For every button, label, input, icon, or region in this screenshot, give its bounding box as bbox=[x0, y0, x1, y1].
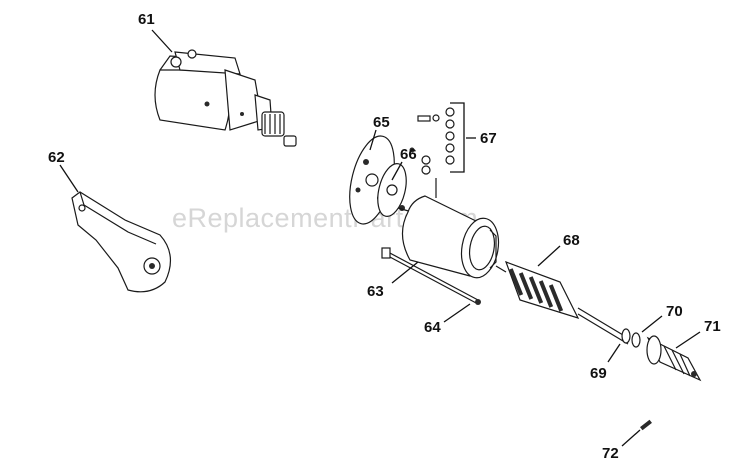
callout-66: 66 bbox=[400, 146, 417, 163]
armature bbox=[495, 260, 629, 345]
starter-motor-assembly bbox=[154, 49, 297, 147]
callout-67: 67 bbox=[480, 130, 497, 147]
callout-69: 69 bbox=[590, 365, 607, 382]
pinion-drive bbox=[646, 335, 702, 382]
through-bolts bbox=[381, 247, 481, 305]
callout-64: 64 bbox=[424, 319, 441, 336]
drive-pin bbox=[640, 419, 652, 431]
washers bbox=[621, 328, 641, 348]
callout-70: 70 bbox=[666, 303, 683, 320]
callout-72: 72 bbox=[602, 445, 619, 462]
callout-65: 65 bbox=[373, 114, 390, 131]
brush-plate bbox=[377, 163, 407, 217]
callout-68: 68 bbox=[563, 232, 580, 249]
callout-71: 71 bbox=[704, 318, 721, 335]
mounting-bracket bbox=[71, 191, 171, 293]
field-housing bbox=[401, 195, 500, 279]
hardware-kit bbox=[409, 102, 465, 175]
leader-lines bbox=[59, 29, 701, 447]
callout-62: 62 bbox=[48, 149, 65, 166]
callout-63: 63 bbox=[367, 283, 384, 300]
callout-61: 61 bbox=[138, 11, 155, 28]
